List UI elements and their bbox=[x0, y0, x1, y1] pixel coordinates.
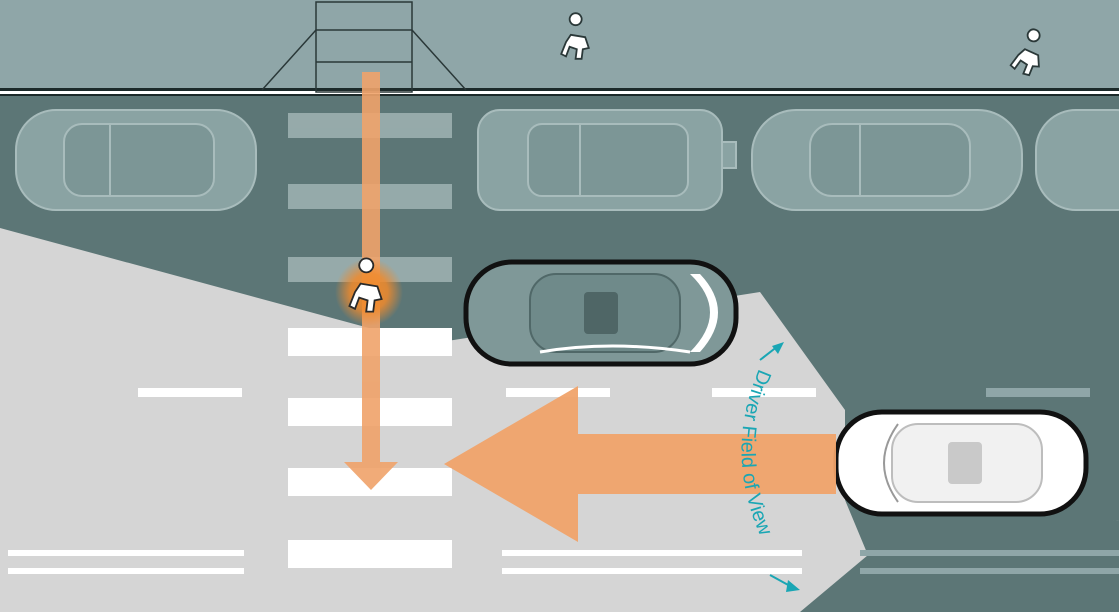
lane-marking-shaded bbox=[860, 550, 1119, 574]
lane-markings bbox=[8, 388, 816, 574]
curb-line bbox=[0, 88, 1119, 91]
sidewalk bbox=[0, 0, 1119, 90]
moving-car bbox=[833, 409, 1089, 517]
parked-car bbox=[15, 109, 257, 211]
parked-car bbox=[1035, 109, 1119, 211]
vehicle-path-arrow bbox=[444, 386, 836, 542]
curb-line bbox=[0, 94, 1119, 96]
parked-car bbox=[751, 109, 1023, 211]
stopped-car bbox=[463, 259, 739, 367]
parked-car bbox=[477, 109, 737, 211]
road-shadow-strip bbox=[800, 520, 1119, 612]
lane-marking-shaded bbox=[986, 388, 1090, 397]
